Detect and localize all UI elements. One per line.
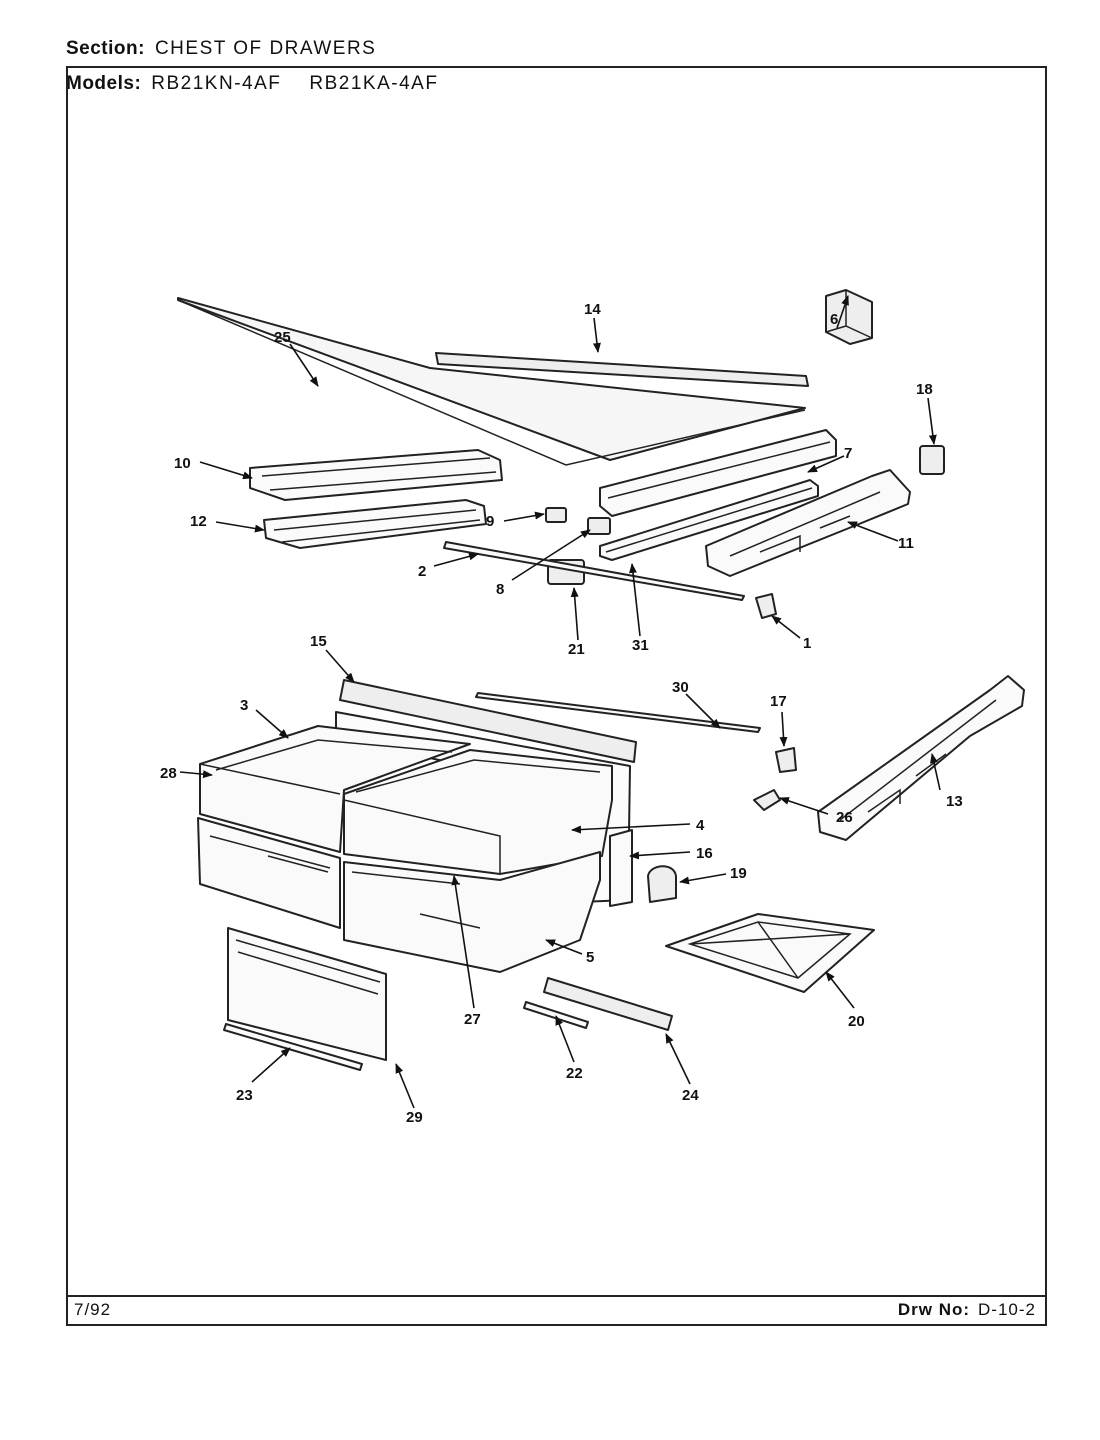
clip-18 — [919, 445, 945, 475]
stop-block-8 — [587, 517, 611, 535]
cross-rod — [443, 541, 745, 601]
callout-12: 12 — [190, 513, 207, 530]
stop-block-9 — [545, 507, 567, 523]
callout-23: 23 — [236, 1087, 253, 1104]
callout-11: 11 — [898, 535, 914, 552]
models-header: Models: RB21KN-4AF RB21KA-4AF — [66, 73, 438, 95]
callout-2: 2 — [418, 563, 426, 580]
drawer-tray — [665, 913, 875, 993]
latch-19 — [647, 865, 677, 903]
left-upper-drawer — [199, 725, 471, 853]
hinge-17 — [775, 747, 797, 773]
drawing-number-label: Drw No: — [897, 1300, 971, 1319]
small-bracket-1 — [755, 593, 777, 619]
section-label: Section: — [66, 38, 145, 59]
callout-19: 19 — [730, 865, 747, 882]
callout-29: 29 — [406, 1109, 423, 1126]
drawing-frame — [66, 66, 1047, 1326]
callout-5: 5 — [586, 949, 594, 966]
callout-10: 10 — [174, 455, 191, 472]
left-lower-rail — [263, 499, 487, 549]
drawing-number-block: Drw No: D-10-2 — [898, 1300, 1036, 1320]
callout-15: 15 — [310, 633, 327, 650]
footer-divider — [66, 1295, 1047, 1297]
callout-22: 22 — [566, 1065, 583, 1082]
callout-6: 6 — [830, 311, 838, 328]
section-value: CHEST OF DRAWERS — [154, 38, 377, 59]
callout-14: 14 — [584, 301, 601, 318]
callout-7: 7 — [844, 445, 852, 462]
model-number-1: RB21KN-4AF — [151, 73, 282, 94]
callout-26: 26 — [836, 809, 853, 826]
drawer-front-panel — [227, 927, 387, 1061]
callout-8: 8 — [496, 581, 504, 598]
front-trim-strip — [223, 1023, 363, 1071]
model-number-2: RB21KA-4AF — [309, 73, 439, 94]
left-lower-drawer — [197, 817, 341, 929]
callout-28: 28 — [160, 765, 177, 782]
callout-30: 30 — [672, 679, 689, 696]
drawer-cover — [339, 679, 637, 763]
callout-9: 9 — [486, 513, 494, 530]
callout-24: 24 — [682, 1087, 699, 1104]
callout-13: 13 — [946, 793, 963, 810]
callout-17: 17 — [770, 693, 787, 710]
callout-20: 20 — [848, 1013, 865, 1030]
glass-shelf — [177, 297, 806, 461]
handle-strip-22 — [523, 1001, 589, 1029]
side-frame — [609, 829, 633, 907]
drawing-number: D-10-2 — [978, 1300, 1036, 1319]
callout-27: 27 — [464, 1011, 481, 1028]
callout-1: 1 — [803, 635, 811, 652]
cam-26 — [753, 789, 781, 811]
revision-date: 7/92 — [74, 1300, 112, 1319]
rear-trim-strip — [435, 352, 809, 387]
drawer-rod — [475, 692, 761, 733]
callout-3: 3 — [240, 697, 248, 714]
models-label: Models: — [66, 73, 142, 94]
section-header: Section: CHEST OF DRAWERS — [66, 38, 376, 60]
callout-21: 21 — [568, 641, 585, 658]
callout-31: 31 — [632, 637, 649, 654]
callout-18: 18 — [916, 381, 933, 398]
callout-4: 4 — [696, 817, 705, 834]
callout-16: 16 — [696, 845, 713, 862]
right-upper-rail — [599, 429, 837, 517]
right-lower-drawer — [343, 851, 601, 973]
callout-25: 25 — [274, 329, 291, 346]
handle-24 — [543, 977, 673, 1031]
